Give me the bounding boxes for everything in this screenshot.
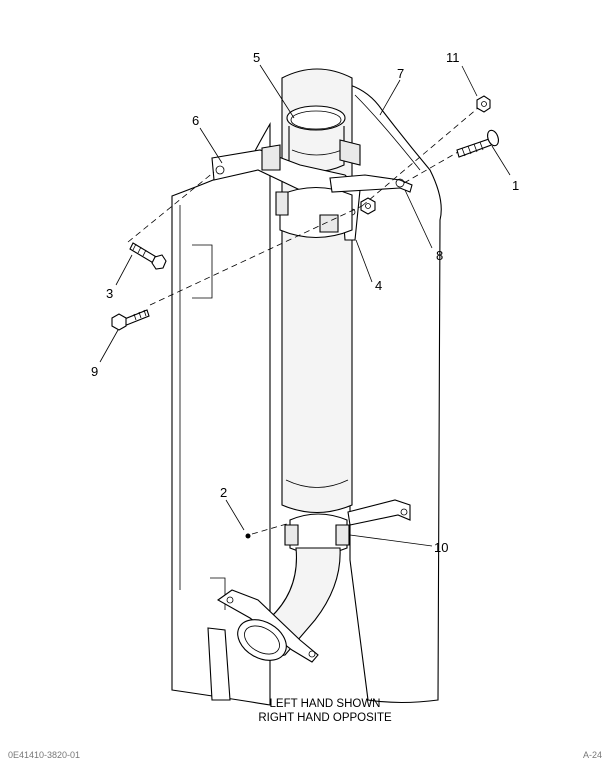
right-heat-shield xyxy=(349,84,442,704)
callout-9: 9 xyxy=(91,364,98,379)
leader-lines xyxy=(99,64,511,547)
callout-1: 1 xyxy=(512,178,519,193)
callout-labels: 1 2 3 4 5 6 7 8 9 10 11 xyxy=(91,50,519,555)
bolt-9 xyxy=(111,309,150,331)
bolt-3 xyxy=(129,242,167,270)
lower-tab xyxy=(207,627,231,701)
caption-line-1: LEFT HAND SHOWN xyxy=(269,698,381,710)
lower-flange-bracket xyxy=(216,589,319,663)
upper-clamp xyxy=(275,187,353,238)
callout-6: 6 xyxy=(192,113,199,128)
bolt-1 xyxy=(456,129,499,158)
callout-4: 4 xyxy=(375,278,382,293)
caption-line-2: RIGHT HAND OPPOSITE xyxy=(258,712,392,724)
nut-8 xyxy=(360,197,376,215)
fastener-2 xyxy=(245,533,251,539)
callout-7: 7 xyxy=(397,66,404,81)
callout-5: 5 xyxy=(253,50,260,65)
callout-2: 2 xyxy=(220,485,227,500)
footer-figure-id: 0E41410-3820-01 xyxy=(8,750,81,760)
exhaust-pipe xyxy=(281,68,353,513)
caption: LEFT HAND SHOWN RIGHT HAND OPPOSITE xyxy=(200,697,450,725)
callout-10: 10 xyxy=(434,540,448,555)
footer-page-ref: A-24 xyxy=(582,750,602,760)
callout-8: 8 xyxy=(436,248,443,263)
callout-11: 11 xyxy=(446,50,460,65)
lower-clamp xyxy=(284,499,411,555)
callout-3: 3 xyxy=(106,286,113,301)
upper-bracket xyxy=(211,139,361,241)
alignment-lines xyxy=(127,107,479,535)
nut-11 xyxy=(476,95,491,113)
